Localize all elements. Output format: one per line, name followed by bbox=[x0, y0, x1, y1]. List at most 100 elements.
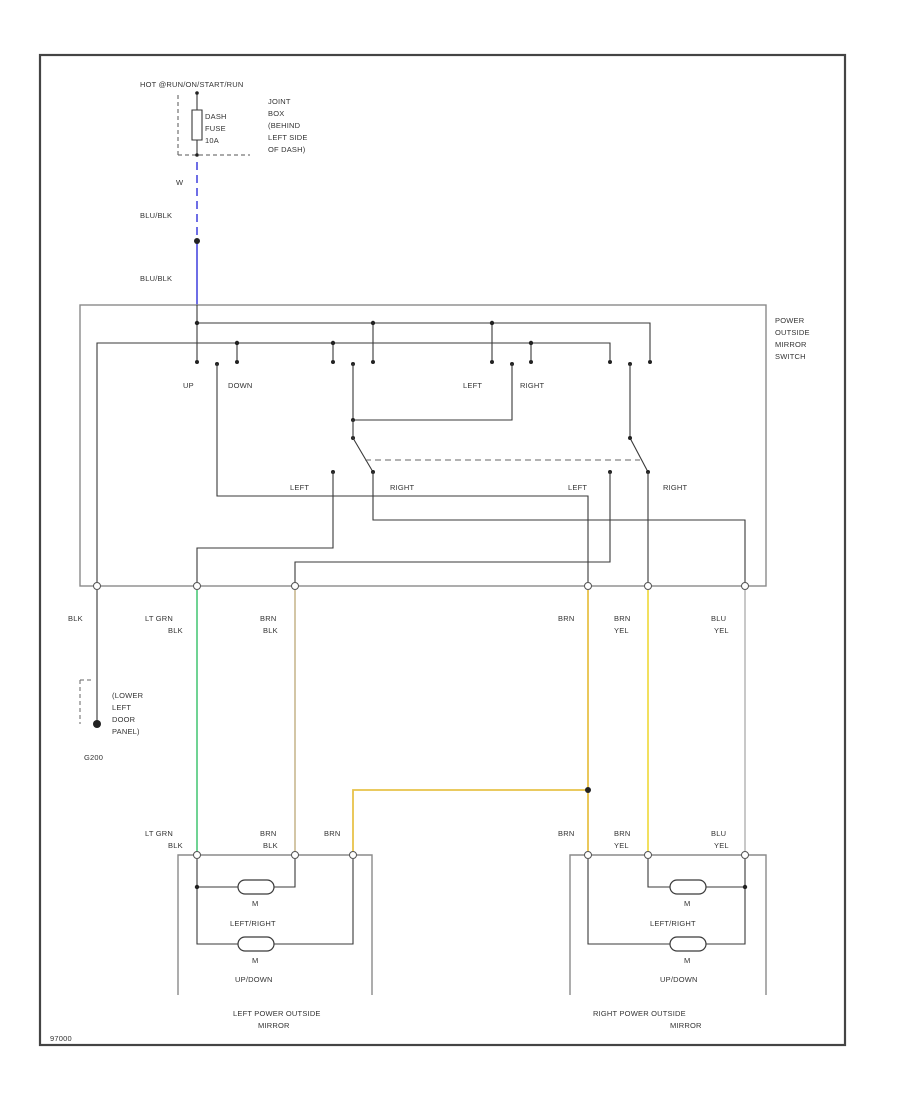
diagram-code: 97000 bbox=[50, 1034, 72, 1043]
ground-bracket bbox=[79, 679, 92, 724]
feed-upper-label: BLU/BLK bbox=[140, 211, 172, 220]
right-ud-motor-label: UP/DOWN bbox=[660, 975, 698, 984]
feed-lower-label: BLU/BLK bbox=[140, 274, 172, 283]
switch-blades bbox=[216, 364, 631, 438]
mirror-switch-box bbox=[79, 304, 767, 587]
fuse-label-3: 10A bbox=[205, 136, 219, 145]
ground-location-1: (LOWER bbox=[112, 691, 144, 700]
mirror-terminal bbox=[644, 851, 652, 859]
lt-grn-bottom-2: BLK bbox=[168, 841, 183, 850]
bus-node bbox=[528, 340, 534, 346]
right-mirror-wiring bbox=[587, 859, 746, 945]
brn-yel-label-1: BRN bbox=[614, 614, 630, 623]
switch-contact-terminal bbox=[490, 360, 494, 364]
lt-grn-bottom-1: LT GRN bbox=[145, 829, 173, 838]
feed-splice bbox=[194, 238, 200, 244]
lt-grn-label-2: BLK bbox=[168, 626, 183, 635]
right-lr-motor-icon bbox=[669, 879, 707, 895]
switch-name-3: MIRROR bbox=[775, 340, 807, 349]
switch-contacts bbox=[195, 360, 652, 366]
brn-blk-bottom-2: BLK bbox=[263, 841, 278, 850]
brn-yel-bottom-2: YEL bbox=[614, 841, 629, 850]
left-mirror-wiring bbox=[196, 859, 354, 945]
switch-contact-terminal bbox=[529, 360, 533, 364]
right-mirror-name-1: RIGHT POWER OUTSIDE bbox=[593, 1009, 686, 1018]
switch-contact-terminal bbox=[608, 360, 612, 364]
fuse-pin-label: W bbox=[176, 178, 184, 187]
switch-right-label: RIGHT bbox=[520, 381, 545, 390]
fuse-location-3: (BEHIND bbox=[268, 121, 301, 130]
brn-bottom-label: BRN bbox=[324, 829, 340, 838]
selector2-left-label: LEFT bbox=[568, 483, 587, 492]
ground-id: G200 bbox=[84, 753, 103, 762]
lt-grn-label-1: LT GRN bbox=[145, 614, 173, 623]
mirror-terminal bbox=[291, 851, 299, 859]
fuse-symbol bbox=[191, 93, 203, 155]
right-mirror-name-2: MIRROR bbox=[670, 1021, 702, 1030]
brn-yel-bottom-1: BRN bbox=[614, 829, 630, 838]
hot-line-label: HOT @RUN/ON/START/RUN bbox=[140, 80, 243, 89]
left-lr-output bbox=[196, 472, 334, 586]
bus-node bbox=[489, 320, 495, 326]
selector-right-label: RIGHT bbox=[390, 483, 415, 492]
switch-contact-terminal bbox=[648, 360, 652, 364]
bus-node bbox=[234, 340, 240, 346]
switch-up-label: UP bbox=[183, 381, 194, 390]
blu-yel-bottom-2: YEL bbox=[714, 841, 729, 850]
bus-node bbox=[194, 320, 200, 326]
switch-name-4: SWITCH bbox=[775, 352, 806, 361]
fuse-top-terminal bbox=[195, 91, 199, 95]
fuse-location-1: JOINT bbox=[268, 97, 291, 106]
brn-splice bbox=[585, 787, 591, 793]
right-ud-motor-icon bbox=[669, 936, 707, 952]
mirror-terminal bbox=[741, 851, 749, 859]
connector-terminal bbox=[193, 582, 201, 590]
left-ud-output bbox=[294, 472, 611, 586]
selector2-right-label: RIGHT bbox=[663, 483, 688, 492]
switch-contact-terminal bbox=[235, 360, 239, 364]
left-ud-motor-icon bbox=[237, 936, 275, 952]
selector-node bbox=[628, 436, 632, 440]
fuse-location-4: LEFT SIDE bbox=[268, 133, 308, 142]
left-lr-motor-m: M bbox=[252, 899, 258, 908]
connector-terminal bbox=[584, 582, 592, 590]
right-mirror-box bbox=[569, 854, 767, 995]
switch-name-2: OUTSIDE bbox=[775, 328, 810, 337]
left-mirror-name-1: LEFT POWER OUTSIDE bbox=[233, 1009, 321, 1018]
bus-node bbox=[330, 340, 336, 346]
blu-yel-bottom-1: BLU bbox=[711, 829, 726, 838]
updown-to-left-selector bbox=[216, 395, 589, 586]
mirror-terminal bbox=[349, 851, 357, 859]
right-lr-motor-label: LEFT/RIGHT bbox=[650, 919, 696, 928]
ground-location-3: DOOR bbox=[112, 715, 136, 724]
left-lr-motor-label: LEFT/RIGHT bbox=[230, 919, 276, 928]
right-mirror-terminals bbox=[584, 851, 749, 859]
connector-terminal bbox=[93, 582, 101, 590]
left-ud-motor-label: UP/DOWN bbox=[235, 975, 273, 984]
switch-contact-terminal bbox=[371, 360, 375, 364]
switch-contact-drops bbox=[196, 323, 532, 360]
blu-yel-label-1: BLU bbox=[711, 614, 726, 623]
mirror-terminal bbox=[193, 851, 201, 859]
ground-location-4: PANEL) bbox=[112, 727, 140, 736]
switch-down-label: DOWN bbox=[228, 381, 253, 390]
blk-wire-label: BLK bbox=[68, 614, 83, 623]
brn-splice-wire bbox=[352, 789, 588, 852]
fuse-label-2: FUSE bbox=[205, 124, 226, 133]
fuse-bottom-terminal bbox=[195, 153, 199, 157]
fuse-location-2: BOX bbox=[268, 109, 284, 118]
selector-blade-left bbox=[352, 420, 374, 473]
left-mirror-box bbox=[177, 854, 373, 995]
brn-right-bottom-label: BRN bbox=[558, 829, 574, 838]
ground-location-2: LEFT bbox=[112, 703, 131, 712]
left-ud-motor-m: M bbox=[252, 956, 258, 965]
brn-label: BRN bbox=[558, 614, 574, 623]
switch-connector-terminals bbox=[93, 582, 749, 590]
right-lr-motor-m: M bbox=[684, 899, 690, 908]
blu-yel-label-2: YEL bbox=[714, 626, 729, 635]
diagram-frame bbox=[38, 53, 847, 1047]
ground-point bbox=[93, 720, 101, 728]
mirror-node bbox=[194, 884, 200, 890]
switch-contact-terminal bbox=[195, 360, 199, 364]
